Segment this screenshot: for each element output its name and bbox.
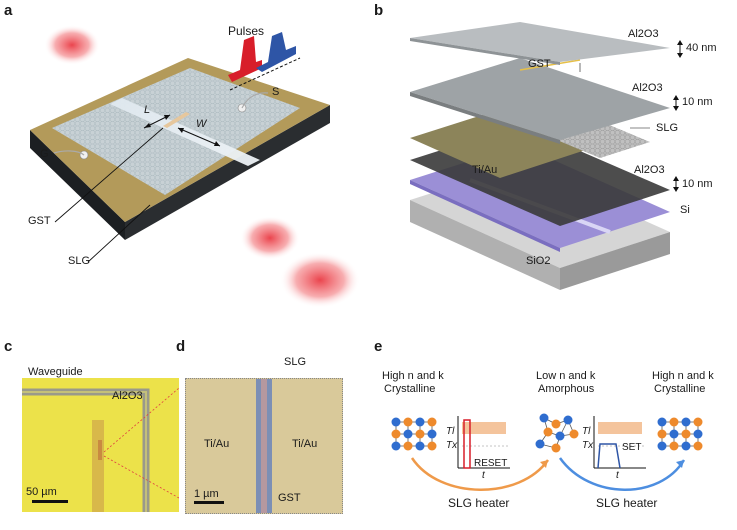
laser-spot-bottom (280, 252, 360, 308)
label-layer-1: GST (528, 58, 551, 70)
label-t-2: t (616, 470, 619, 481)
label-layer-2-thickness: 10 nm (682, 96, 713, 108)
label-al2o3-c: Al2O3 (112, 390, 143, 402)
state2-line1: Low n and k (536, 370, 596, 382)
state2-line2: Amorphous (538, 383, 595, 395)
state3-line1: High n and k (652, 370, 714, 382)
label-tl-1: Tl (446, 426, 455, 437)
layer-si (410, 145, 670, 248)
label-w: W (196, 118, 207, 130)
label-tiau-left: Ti/Au (204, 438, 230, 450)
electrode-s (237, 103, 247, 113)
pulse-blue-icon (256, 32, 296, 72)
label-layer-5-thickness: 10 nm (682, 178, 713, 190)
layer-slg (490, 96, 650, 158)
panel-a-label: a (4, 2, 13, 19)
label-tiau-right: Ti/Au (292, 438, 318, 450)
laser-spot-top (44, 25, 100, 65)
layer-sio2-top (410, 165, 670, 268)
panel-c-label: c (4, 338, 13, 355)
label-l: L (144, 104, 151, 116)
lattice-crystalline-2 (657, 417, 703, 451)
micrograph-c (22, 378, 179, 512)
panel-d-label: d (176, 338, 186, 355)
label-heater-1: SLG heater (448, 496, 510, 510)
micrograph-d (185, 378, 343, 514)
scale-bar-d: 1 µm (194, 488, 219, 500)
graphene-sheet (52, 68, 300, 195)
label-layer-5: Al2O3 (634, 164, 665, 176)
layer-al2o3-lower (410, 125, 670, 226)
label-layer-4: Ti/Au (472, 164, 498, 176)
scale-bar-c: 50 µm (26, 486, 57, 498)
gst-bar (163, 112, 190, 128)
label-slg-d: SLG (284, 356, 307, 368)
label-layer-6: Si (680, 204, 690, 216)
label-layer-0: Al2O3 (628, 28, 659, 40)
label-layer-2: Al2O3 (632, 82, 663, 94)
label-g: G (40, 148, 49, 160)
state1-line2: Crystalline (384, 383, 436, 395)
pulse-red-icon (228, 36, 262, 82)
state3-line2: Crystalline (654, 383, 706, 395)
laser-spot-mid (240, 216, 300, 260)
label-reset: RESET (474, 458, 508, 469)
waveguide-stripe (110, 98, 260, 166)
label-tx-1: Tx (446, 440, 458, 451)
label-pulses: Pulses (228, 24, 265, 38)
label-slg-a: SLG (68, 255, 91, 267)
panel-b-label: b (374, 2, 384, 19)
label-heater-2: SLG heater (596, 496, 658, 510)
label-layer-7: SiO2 (526, 255, 551, 267)
label-waveguide: Waveguide (28, 366, 83, 378)
electrode-g (79, 150, 89, 160)
panel-e-label: e (374, 338, 383, 355)
label-tl-2: Tl (582, 426, 591, 437)
label-layer-3: SLG (656, 122, 679, 134)
state1-line1: High n and k (382, 370, 444, 382)
substrate-side-right (125, 105, 330, 240)
label-t-1: t (482, 470, 485, 481)
lattice-amorphous (535, 413, 579, 453)
label-gst-d: GST (278, 492, 301, 504)
arrow-set-icon (558, 457, 686, 491)
label-layer-0-thickness: 40 nm (686, 42, 717, 54)
layer-tiau (410, 103, 610, 178)
label-set: SET (622, 442, 642, 453)
label-s: S (272, 86, 280, 98)
lattice-crystalline-1 (391, 417, 437, 451)
gold-top-face (30, 58, 330, 222)
label-tx-2: Tx (582, 440, 594, 451)
layer-al2o3-mid (410, 58, 670, 140)
label-gst-a: GST (28, 215, 51, 227)
